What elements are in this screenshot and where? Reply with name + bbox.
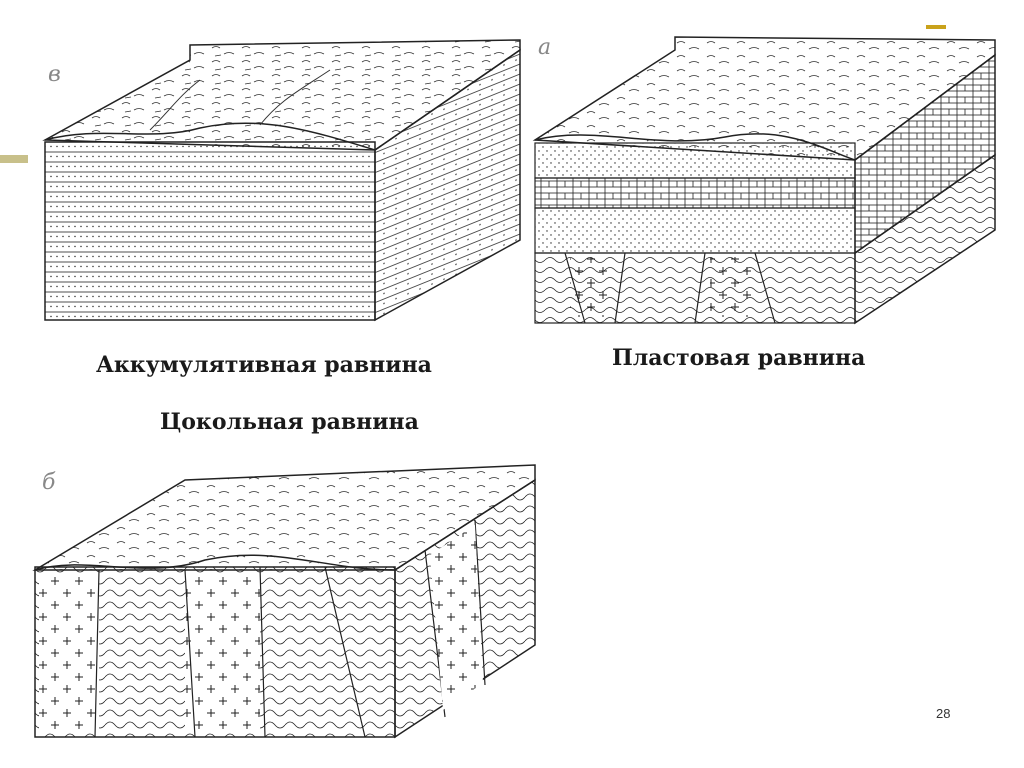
accumulative-plain-block-diagram bbox=[30, 30, 530, 330]
accent-bar-right bbox=[926, 25, 946, 29]
panel-letter-b: б bbox=[42, 470, 56, 495]
slide-number: 28 bbox=[936, 706, 951, 721]
panel-letter-v: в bbox=[48, 62, 61, 87]
accent-bar-left bbox=[0, 155, 28, 163]
caption-stratal-plain: Пластовая равнина bbox=[612, 345, 866, 371]
caption-accumulative-plain: Аккумулятивная равнина bbox=[96, 352, 432, 378]
caption-basement-plain: Цокольная равнина bbox=[160, 409, 419, 435]
panel-letter-a: а bbox=[538, 35, 552, 60]
stratal-plain-block-diagram bbox=[525, 25, 1005, 325]
basement-plain-block-diagram bbox=[25, 455, 555, 740]
